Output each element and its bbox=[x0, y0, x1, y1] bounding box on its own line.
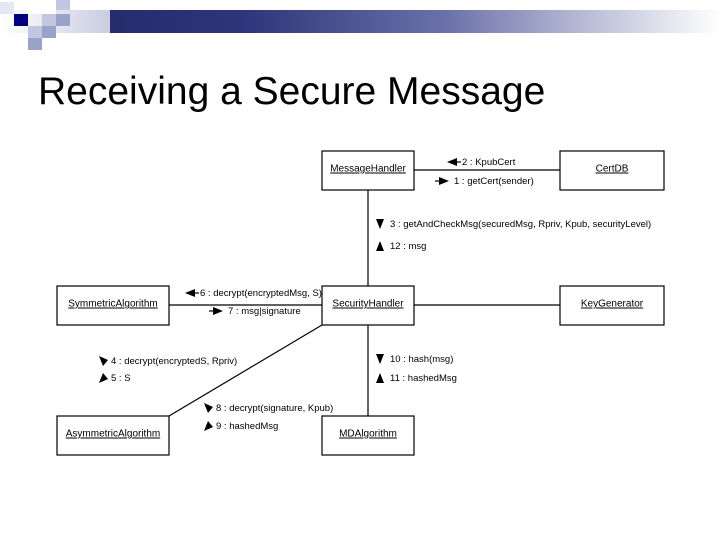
uml-object-asymmetric-algorithm[interactable]: AsymmetricAlgorithm bbox=[56, 415, 170, 456]
arrow-head-upleft bbox=[204, 403, 213, 413]
uml-message-4: 4 : decrypt(encryptedS, Rpriv) bbox=[99, 356, 237, 367]
arrow-head-down bbox=[376, 354, 384, 364]
uml-message-12: 12 : msg bbox=[376, 241, 426, 252]
header-square bbox=[42, 26, 56, 38]
uml-object-box bbox=[56, 285, 170, 326]
uml-message-label: 1 : getCert(sender) bbox=[454, 176, 534, 187]
uml-message-label: 3 : getAndCheckMsg(securedMsg, Rpriv, Kp… bbox=[390, 219, 651, 230]
arrow-head-downleft bbox=[99, 373, 108, 383]
header-square bbox=[56, 14, 70, 26]
uml-object-label: CertDB bbox=[596, 164, 629, 175]
uml-message-label: 10 : hash(msg) bbox=[390, 354, 453, 365]
uml-message-11: 11 : hashedMsg bbox=[376, 373, 457, 384]
header-square bbox=[56, 0, 70, 10]
arrow-head-up bbox=[376, 373, 384, 383]
uml-object-box bbox=[559, 285, 665, 326]
header-square bbox=[14, 14, 28, 26]
header-gradient-bar bbox=[110, 10, 720, 33]
uml-object-label: SymmetricAlgorithm bbox=[68, 299, 157, 310]
header-square bbox=[14, 33, 28, 43]
uml-object-label: KeyGenerator bbox=[581, 299, 644, 310]
arrow-head-left bbox=[185, 289, 195, 297]
uml-message-5: 5 : S bbox=[99, 373, 131, 384]
uml-object-message-handler[interactable]: MessageHandler bbox=[321, 150, 415, 191]
uml-message-7: 7 : msg|signature bbox=[209, 306, 301, 317]
uml-object-label: SecurityHandler bbox=[332, 299, 404, 310]
uml-object-label: MDAlgorithm bbox=[339, 429, 397, 440]
header-square bbox=[0, 2, 14, 14]
uml-message-label: 5 : S bbox=[111, 373, 131, 384]
uml-object-box bbox=[321, 415, 415, 456]
uml-message-3: 3 : getAndCheckMsg(securedMsg, Rpriv, Kp… bbox=[376, 219, 651, 230]
uml-message-2: 2 : KpubCert bbox=[447, 157, 516, 168]
uml-message-9: 9 : hashedMsg bbox=[204, 421, 278, 432]
arrow-head-up bbox=[376, 241, 384, 251]
header-square bbox=[42, 14, 56, 26]
uml-message-label: 11 : hashedMsg bbox=[390, 373, 457, 384]
arrow-head-right bbox=[213, 307, 223, 315]
uml-message-label: 4 : decrypt(encryptedS, Rpriv) bbox=[111, 356, 237, 367]
header-square bbox=[28, 38, 42, 50]
arrow-head-upleft bbox=[99, 356, 108, 366]
message-labels-layer: 2 : KpubCert 1 : getCert(sender) 3 : getAn… bbox=[99, 157, 651, 432]
uml-object-key-generator[interactable]: KeyGenerator bbox=[559, 285, 665, 326]
uml-object-box bbox=[321, 150, 415, 191]
uml-object-cert-db[interactable]: CertDB bbox=[559, 150, 665, 191]
uml-message-1: 1 : getCert(sender) bbox=[435, 176, 534, 187]
uml-message-10: 10 : hash(msg) bbox=[376, 354, 453, 365]
uml-message-label: 7 : msg|signature bbox=[228, 306, 301, 317]
link-securityhandler-asymmetricalgorithm bbox=[168, 324, 323, 417]
object-boxes-layer: MessageHandler CertDB SymmetricAlgorithm Se… bbox=[56, 150, 665, 456]
page-title: Receiving a Secure Message bbox=[38, 70, 546, 113]
uml-message-label: 8 : decrypt(signature, Kpub) bbox=[216, 403, 333, 414]
uml-message-label: 6 : decrypt(encryptedMsg, S) bbox=[200, 288, 322, 299]
uml-message-label: 2 : KpubCert bbox=[462, 157, 516, 168]
header-square bbox=[28, 2, 42, 14]
uml-object-box bbox=[559, 150, 665, 191]
header-square bbox=[28, 26, 42, 38]
uml-message-8: 8 : decrypt(signature, Kpub) bbox=[204, 403, 333, 414]
uml-object-symmetric-algorithm[interactable]: SymmetricAlgorithm bbox=[56, 285, 170, 326]
link-lines-layer bbox=[168, 169, 560, 417]
arrow-head-right bbox=[439, 177, 449, 185]
uml-message-label: 12 : msg bbox=[390, 241, 426, 252]
header-square bbox=[42, 2, 56, 14]
uml-message-6: 6 : decrypt(encryptedMsg, S) bbox=[185, 288, 322, 299]
uml-object-box bbox=[56, 415, 170, 456]
arrow-head-downleft bbox=[204, 421, 213, 431]
uml-message-label: 9 : hashedMsg bbox=[216, 421, 278, 432]
uml-object-security-handler[interactable]: SecurityHandler bbox=[321, 285, 415, 326]
arrow-head-down bbox=[376, 219, 384, 229]
uml-object-label: MessageHandler bbox=[330, 164, 406, 175]
uml-object-md-algorithm[interactable]: MDAlgorithm bbox=[321, 415, 415, 456]
uml-object-label: AsymmetricAlgorithm bbox=[66, 429, 160, 440]
header-decoration bbox=[0, 0, 720, 50]
uml-object-box bbox=[321, 285, 415, 326]
arrow-head-left bbox=[447, 158, 457, 166]
